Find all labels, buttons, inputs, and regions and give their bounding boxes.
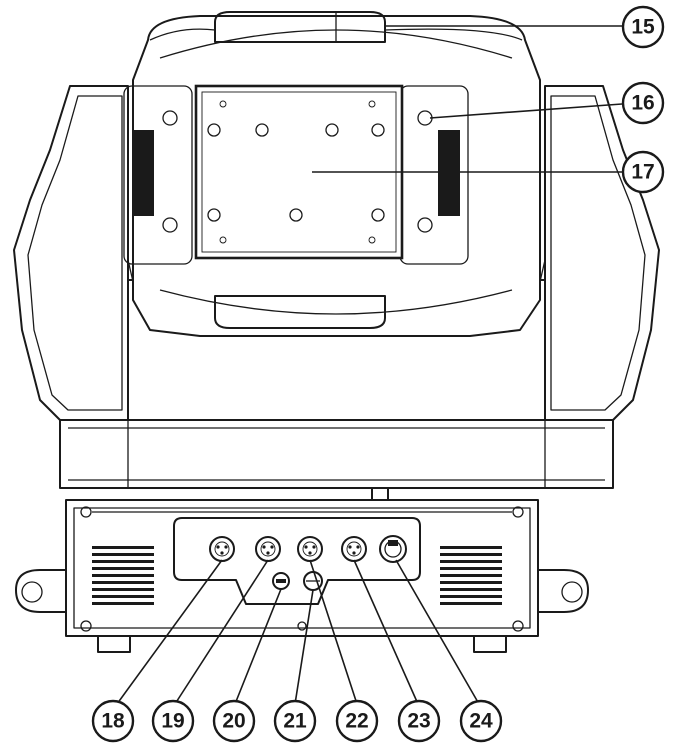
base-housing (15, 487, 589, 653)
callout-23-label: 23 (407, 710, 430, 733)
callout-22: 22 (335, 699, 379, 743)
callout-20-label: 20 (222, 710, 245, 733)
callout-17-label: 17 (631, 161, 654, 184)
base-vent-left (92, 546, 154, 605)
callout-21: 21 (273, 699, 317, 743)
callout-16: 16 (621, 81, 665, 125)
callout-17: 17 (621, 150, 665, 194)
callout-21-label: 21 (283, 710, 307, 733)
callout-18-label: 18 (101, 710, 125, 733)
callout-16-label: 16 (631, 92, 654, 115)
callout-24: 24 (459, 699, 503, 743)
callout-15: 15 (621, 5, 665, 49)
power-connector-24 (379, 535, 407, 563)
callout-19: 19 (151, 699, 195, 743)
callout-19-label: 19 (161, 710, 184, 733)
callout-24-label: 24 (469, 710, 493, 733)
base-vent-right (440, 546, 502, 605)
callout-23: 23 (397, 699, 441, 743)
callout-18: 18 (91, 699, 135, 743)
callout-22-label: 22 (345, 710, 368, 733)
leader-lines (116, 25, 623, 705)
callout-15-label: 15 (631, 16, 655, 39)
callout-20: 20 (212, 699, 256, 743)
